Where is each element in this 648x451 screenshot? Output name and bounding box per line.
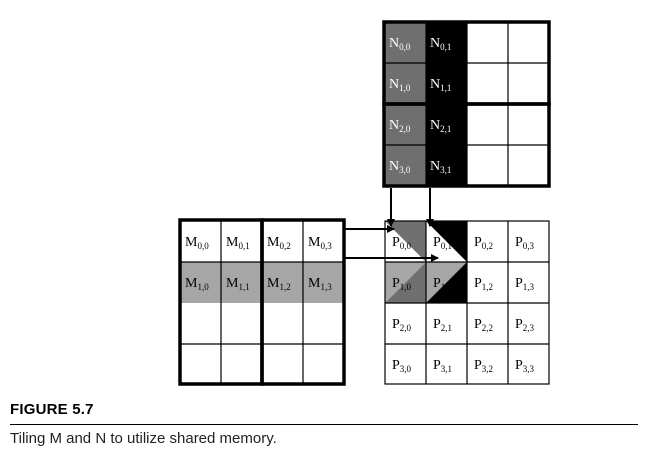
n-label-0-0: N0,0 (389, 36, 411, 52)
n-cell-1-0 (385, 63, 426, 104)
matrix-n: N0,0 N0,1 N1,0 N1,1 N2,0 N2,1 N3,0 N3,1 (382, 20, 551, 188)
p-label-2-3: P2,3 (515, 317, 535, 333)
p-label-1-1: P1,1 (433, 276, 452, 292)
n-cell-0-0 (385, 22, 426, 63)
p-label-2-2: P2,2 (474, 317, 493, 333)
p-label-0-0: P0,0 (392, 235, 412, 251)
p-cell-1-1-n-half (426, 262, 467, 303)
n-label-0-1: N0,1 (430, 36, 451, 52)
p-label-1-2: P1,2 (474, 276, 493, 292)
n-cell-2-1 (426, 104, 467, 145)
n-label-1-0: N1,0 (389, 77, 411, 93)
p-label-3-0: P3,0 (392, 358, 412, 374)
figure-label: FIGURE 5.7 (10, 401, 94, 418)
m-label-0-2: M0,2 (267, 235, 291, 251)
n-label-2-1: N2,1 (430, 118, 451, 134)
m-label-1-3: M1,3 (308, 276, 332, 292)
m-label-1-2: M1,2 (267, 276, 291, 292)
n-cell-1-1 (426, 63, 467, 104)
m-label-0-0: M0,0 (185, 235, 209, 251)
flow-arrows (344, 188, 439, 262)
p-label-1-3: P1,3 (515, 276, 535, 292)
figure-caption: Tiling M and N to utilize shared memory. (10, 430, 277, 447)
n-label-2-0: N2,0 (389, 118, 411, 134)
p-grid (384, 220, 550, 385)
p-label-3-1: P3,1 (433, 358, 452, 374)
p-label-2-0: P2,0 (392, 317, 412, 333)
n-label-3-1: N3,1 (430, 159, 451, 175)
p-cell-1-0-n-half (385, 262, 426, 303)
m-tile-right (260, 218, 346, 386)
matrix-m: M0,0 M0,1 M0,2 M0,3 M1,0 M1,1 M1,2 M1,3 (178, 218, 346, 386)
p-cell-0-0-n-half (385, 221, 426, 262)
n-tile-bottom (382, 102, 551, 188)
p-cell-0-1-n-half (426, 221, 467, 262)
matrix-p: P0,0 P0,1 P0,2 P0,3 P1,0 P1,1 P1,2 P1,3 … (384, 220, 550, 385)
p-label-2-1: P2,1 (433, 317, 452, 333)
n-label-3-0: N3,0 (389, 159, 411, 175)
m-label-0-3: M0,3 (308, 235, 332, 251)
m-label-1-1: M1,1 (226, 276, 250, 292)
p-label-0-3: P0,3 (515, 235, 535, 251)
caption-divider (10, 424, 638, 425)
p-label-1-0: P1,0 (392, 276, 412, 292)
m-label-0-1: M0,1 (226, 235, 250, 251)
n-cell-2-0 (385, 104, 426, 145)
n-cell-3-1 (426, 145, 467, 186)
n-cell-0-1 (426, 22, 467, 63)
p-label-3-2: P3,2 (474, 358, 493, 374)
p-label-0-1: P0,1 (433, 235, 452, 251)
p-label-0-2: P0,2 (474, 235, 493, 251)
p-label-3-3: P3,3 (515, 358, 535, 374)
tiling-diagram: N0,0 N0,1 N1,0 N1,1 N2,0 N2,1 N3,0 N3,1 … (178, 20, 551, 386)
m-label-1-0: M1,0 (185, 276, 209, 292)
n-label-1-1: N1,1 (430, 77, 451, 93)
n-cell-3-0 (385, 145, 426, 186)
